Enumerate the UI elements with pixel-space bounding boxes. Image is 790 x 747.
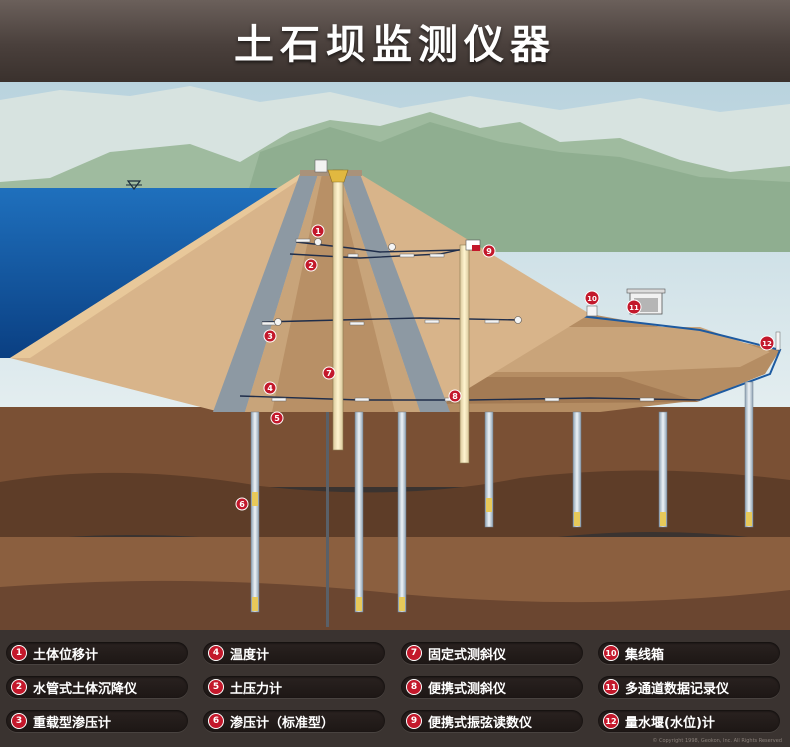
legend-number: 5 [208, 679, 224, 695]
callout-label: 7 [326, 369, 332, 378]
legend-item: 5 土压力计 [203, 676, 385, 698]
callout-9: 9 [482, 244, 496, 258]
copyright-text: © Copyright 1998, Geokon, Inc. All Right… [652, 738, 782, 744]
legend-item: 2 水管式土体沉降仪 [6, 676, 188, 698]
standpipe-piezometers [250, 381, 754, 627]
legend-label: 重载型渗压计 [33, 715, 112, 731]
legend-number: 8 [406, 679, 422, 695]
legend-label: 土压力计 [230, 681, 283, 697]
weir-post-icon [775, 331, 781, 351]
legend-item: 8 便携式测斜仪 [401, 676, 583, 698]
legend-label: 温度计 [230, 647, 270, 663]
callout-8: 8 [448, 389, 462, 403]
legend-item: 7 固定式测斜仪 [401, 642, 583, 664]
callout-6: 6 [235, 497, 249, 511]
legend-number: 12 [603, 713, 619, 729]
callout-5: 5 [270, 411, 284, 425]
foundation-bottom [0, 580, 790, 630]
filter-zone-downstream [340, 174, 450, 412]
legend-item: 1 土体位移计 [6, 642, 188, 664]
page-title: 土石坝监测仪器 [234, 22, 556, 68]
legend-number: 10 [603, 645, 619, 661]
legend-label: 土体位移计 [33, 647, 99, 663]
legend-number: 4 [208, 645, 224, 661]
callout-label: 12 [762, 340, 772, 348]
readout-icon [472, 245, 480, 251]
legend-label: 量水堰(水位)计 [625, 715, 715, 731]
dam-upstream-face [10, 174, 308, 358]
title-bar: 土石坝监测仪器 [0, 0, 790, 82]
legend-label: 固定式测斜仪 [428, 647, 507, 663]
legend-label: 渗压计（标准型） [230, 715, 335, 731]
legend-number: 11 [603, 679, 619, 695]
callout-label: 3 [267, 332, 273, 341]
legend-number: 7 [406, 645, 422, 661]
callout-1: 1 [311, 224, 325, 238]
legend-item: 3 重载型渗压计 [6, 710, 188, 732]
callout-label: 2 [308, 261, 314, 270]
callout-label: 5 [274, 414, 280, 423]
callout-label: 11 [629, 304, 639, 312]
callout-2: 2 [304, 258, 318, 272]
callout-11: 11 [626, 299, 642, 315]
foundation-layer-dark [0, 470, 790, 551]
legend-number: 3 [11, 713, 27, 729]
legend: 1 土体位移计 2 水管式土体沉降仪 3 重载型渗压计 4 温度计 5 土压力计… [0, 630, 790, 747]
legend-label: 多通道数据记录仪 [625, 681, 730, 697]
legend-number: 2 [11, 679, 27, 695]
crest-house [314, 159, 328, 173]
dam-diagram: 1 2 3 4 5 6 7 8 9 10 11 12 [0, 82, 790, 630]
legend-item: 10 集线箱 [598, 642, 780, 664]
callout-7: 7 [322, 366, 336, 380]
legend-number: 6 [208, 713, 224, 729]
callout-label: 9 [486, 247, 492, 256]
callout-label: 8 [452, 392, 458, 401]
legend-number: 1 [11, 645, 27, 661]
legend-label: 水管式土体沉降仪 [33, 681, 138, 697]
settlement-plates [261, 238, 655, 402]
terminal-box-icon [586, 305, 598, 317]
legend-label: 便携式测斜仪 [428, 681, 507, 697]
callout-label: 6 [239, 500, 245, 509]
legend-item: 6 渗压计（标准型） [203, 710, 385, 732]
legend-label: 便携式振弦读数仪 [428, 715, 533, 731]
legend-label: 集线箱 [625, 647, 665, 663]
callout-label: 4 [267, 384, 273, 393]
fixed-inclinometer-tube [332, 169, 344, 451]
legend-number: 9 [406, 713, 422, 729]
callout-10: 10 [584, 290, 600, 306]
legend-item: 9 便携式振弦读数仪 [401, 710, 583, 732]
legend-item: 12 量水堰(水位)计 [598, 710, 780, 732]
callout-label: 10 [587, 295, 597, 303]
portable-inclinometer-tube [459, 244, 470, 464]
sensor-dots [274, 238, 522, 326]
callout-4: 4 [263, 381, 277, 395]
piezometer-tips [252, 492, 752, 611]
legend-item: 11 多通道数据记录仪 [598, 676, 780, 698]
filter-zone-upstream [213, 174, 318, 412]
callout-3: 3 [263, 329, 277, 343]
legend-item: 4 温度计 [203, 642, 385, 664]
callout-12: 12 [759, 335, 775, 351]
callout-label: 1 [315, 227, 321, 236]
